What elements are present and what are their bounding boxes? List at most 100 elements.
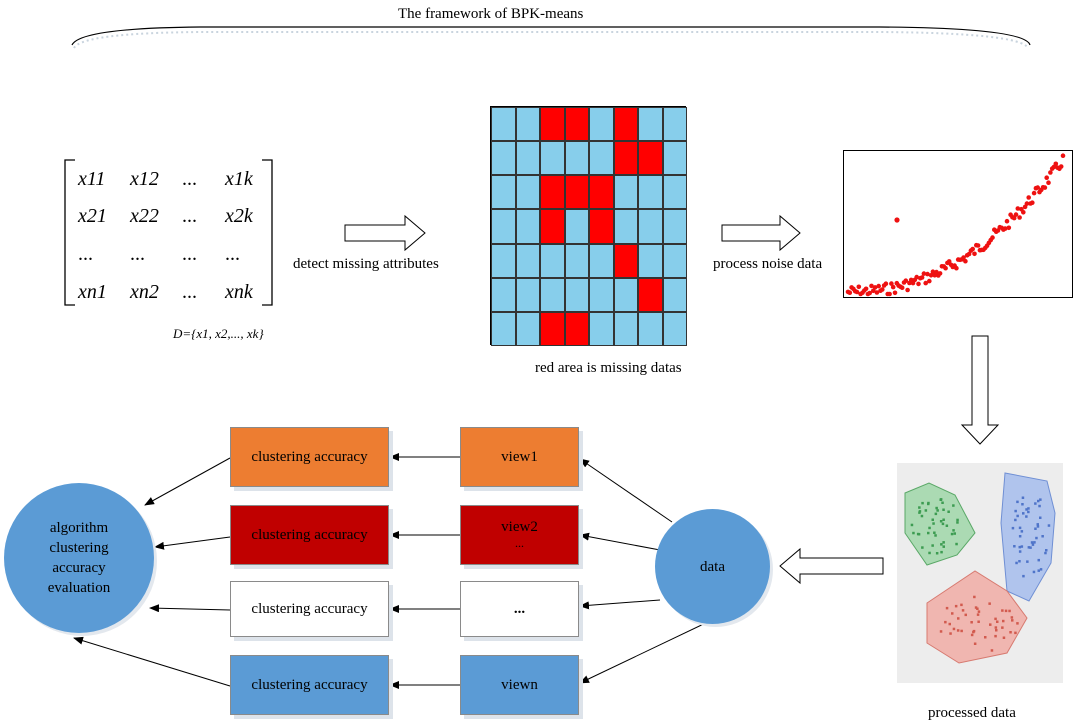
scatter-point xyxy=(1002,226,1008,231)
grid-cell xyxy=(515,277,540,312)
cluster-red-point xyxy=(1016,622,1019,625)
scatter-point xyxy=(934,269,939,275)
dataset-set-label: D={x1, x2,..., xk} xyxy=(173,326,264,341)
cluster-green-point xyxy=(918,506,921,509)
cluster-red-point xyxy=(1001,609,1004,612)
processed-data-clusters xyxy=(897,463,1063,683)
scatter-point xyxy=(1044,175,1049,180)
noise-label: process noise data xyxy=(713,256,823,272)
grid-cell xyxy=(638,243,663,278)
matrix-cell: x12 xyxy=(130,168,159,190)
cluster-blue-point xyxy=(1020,530,1024,533)
grid-cell xyxy=(540,243,565,278)
matrix-cell: xn2 xyxy=(130,281,159,303)
hollow-arrow-2 xyxy=(721,214,801,252)
grid-cell xyxy=(540,277,565,312)
scatter-point xyxy=(1060,153,1066,158)
cluster-red-point xyxy=(973,642,977,645)
grid-cell xyxy=(662,141,687,176)
matrix-cell: xnk xyxy=(225,281,253,303)
scatter-point xyxy=(899,285,905,290)
scatter-point xyxy=(919,275,925,280)
cluster-red-point xyxy=(949,632,952,635)
scatter-point xyxy=(867,290,872,296)
grid-cell xyxy=(638,209,663,244)
cluster-blue-point xyxy=(1025,508,1028,511)
cluster-green-point xyxy=(940,543,943,546)
scatter-point xyxy=(863,286,869,292)
cluster-red-point xyxy=(960,603,963,607)
cluster-green-point xyxy=(910,523,914,527)
scatter-point xyxy=(871,288,876,294)
grid-cell xyxy=(662,243,687,278)
scatter-point xyxy=(1024,201,1030,206)
scatter-point xyxy=(889,281,894,286)
grid-cell xyxy=(515,209,540,244)
scatter-point xyxy=(966,251,972,257)
cluster-blue-point xyxy=(1018,526,1022,530)
cluster-green-point xyxy=(931,544,934,547)
scatter-point xyxy=(928,273,934,278)
grid-cell xyxy=(564,243,589,278)
grid-cell xyxy=(589,311,614,346)
scatter-point xyxy=(876,283,881,289)
matrix-cell: x22 xyxy=(130,205,159,227)
cluster-red-point xyxy=(1011,619,1014,622)
scatter-point xyxy=(943,265,948,271)
grid-cell xyxy=(491,243,516,278)
cluster-red-point xyxy=(1001,626,1004,629)
cluster-green-point xyxy=(928,526,931,530)
processed-label: processed data xyxy=(928,705,1016,721)
grid-cell xyxy=(662,277,687,312)
matrix-cell: ... xyxy=(182,205,197,227)
cluster-red-point xyxy=(944,620,947,624)
cluster-blue-point xyxy=(1015,561,1018,565)
matrix-cell: x2k xyxy=(225,205,253,227)
matrix-cell: ... xyxy=(182,243,197,265)
cluster-blue-point xyxy=(1018,535,1022,538)
cluster-red-point xyxy=(974,606,978,609)
scatter-point xyxy=(880,287,885,292)
grid-cell xyxy=(638,107,663,142)
grid-cell xyxy=(662,209,687,244)
cluster-blue-point xyxy=(1045,549,1048,552)
grid-cell xyxy=(515,311,540,346)
cluster-red-point xyxy=(951,612,954,615)
noise-scatter-plot xyxy=(843,150,1073,298)
cluster-red-point xyxy=(994,634,997,638)
cluster-red-point xyxy=(1009,631,1012,634)
grid-cell xyxy=(540,141,565,176)
cluster-red-point xyxy=(970,633,974,637)
cluster-red xyxy=(926,570,1028,664)
cluster-green-point xyxy=(934,534,937,537)
grid-cell-missing xyxy=(638,277,663,312)
view-box-3: ... xyxy=(460,581,579,637)
cluster-blue-point xyxy=(1039,516,1042,519)
cluster-red-point xyxy=(961,609,965,612)
cluster-blue-point xyxy=(1016,514,1019,518)
scatter-point xyxy=(1042,185,1048,190)
grid-cell-missing xyxy=(613,141,638,176)
scatter-point xyxy=(890,284,896,290)
grid-cell xyxy=(589,277,614,312)
scatter-point xyxy=(903,278,909,283)
scatter-point xyxy=(923,280,928,286)
scatter-point xyxy=(874,290,880,295)
matrix-right-bracket xyxy=(262,159,273,306)
cluster-red-point xyxy=(1010,616,1014,619)
cluster-red-point xyxy=(977,610,981,613)
cluster-blue-point xyxy=(1013,545,1016,548)
cluster-blue-point xyxy=(1018,550,1022,553)
cluster-green-point xyxy=(931,518,934,521)
scatter-point xyxy=(975,243,981,248)
scatter-point xyxy=(1015,206,1021,211)
cluster-green-point xyxy=(941,501,944,504)
missing-area-label: red area is missing datas xyxy=(535,360,682,376)
grid-cell xyxy=(662,107,687,142)
grid-cell xyxy=(564,277,589,312)
cluster-blue-point xyxy=(1037,499,1040,503)
matrix-cell: x1k xyxy=(225,168,253,190)
cluster-blue-point xyxy=(1025,515,1028,518)
cluster-blue-point xyxy=(1027,510,1030,514)
